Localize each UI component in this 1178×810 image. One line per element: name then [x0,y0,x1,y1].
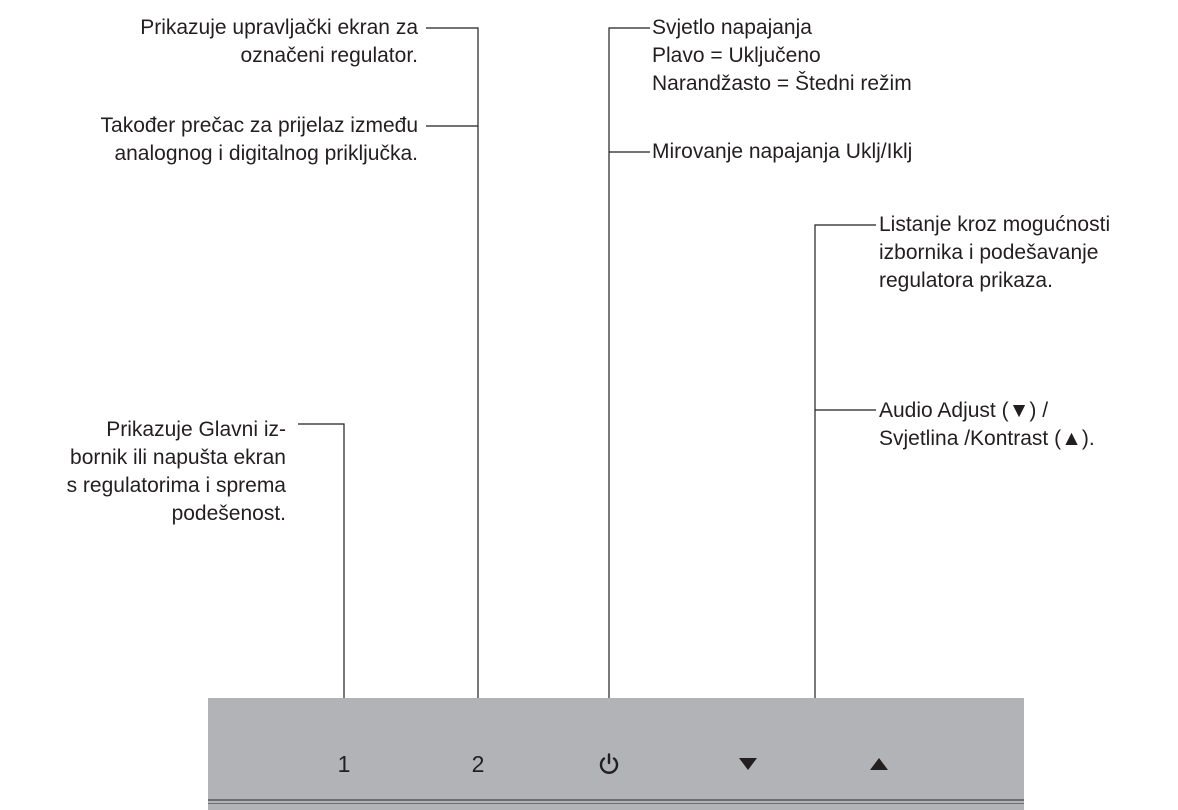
leader-scroll-adjust [814,224,876,708]
button-1[interactable]: 1 [322,742,366,786]
leader-power-light [608,27,650,730]
label-input-shortcut-line1: Također prečac za prijelaz između [100,114,418,137]
label-power-standby: Mirovanje napajanja Uklj/Iklj [652,138,912,166]
leader-osd-control [426,27,479,730]
button-1-label: 1 [337,750,351,777]
button-2[interactable]: 2 [456,742,500,786]
label-power-light-line2: Plavo = Uključeno [652,44,821,67]
label-osd-control-line1: Prikazuje upravljački ekran za [140,16,418,39]
down-button[interactable] [726,742,770,786]
label-main-menu-line2: bornik ili napušta ekran [70,446,286,469]
control-panel [208,698,1024,810]
label-main-menu-line3: s regulatorima i sprema [66,474,286,497]
label-power-standby-line1: Mirovanje napajanja Uklj/Iklj [652,140,913,163]
label-scroll-adjust-line3: regulatora prikaza. [879,269,1053,292]
label-audio-brightness-line1: Audio Adjust (▼) / [879,399,1049,422]
label-power-light: Svjetlo napajanja Plavo = Uključeno Nara… [652,14,912,98]
label-main-menu-line4: podešenost. [171,502,286,525]
panel-edge-line-lower [208,803,1024,804]
up-button[interactable] [857,742,901,786]
label-scroll-adjust: Listanje kroz mogućnosti izbornika i pod… [879,211,1110,295]
label-osd-control-line2: označeni regulator. [240,44,418,67]
label-audio-brightness-line2: Svjetlina /Kontrast (▲). [879,427,1095,450]
power-icon [599,753,619,774]
up-arrow-icon [870,758,888,770]
label-input-shortcut: Također prečac za prijelaz između analog… [101,112,418,168]
label-power-light-line3: Narandžasto = Štedni režim [652,72,912,95]
button-2-label: 2 [471,750,485,777]
label-scroll-adjust-line1: Listanje kroz mogućnosti [879,213,1111,236]
label-input-shortcut-line2: analognog i digitalnog priključka. [114,142,418,165]
panel-edge-line [208,799,1024,801]
label-main-menu-line1: Prikazuje Glavni iz- [106,418,286,441]
label-scroll-adjust-line2: izbornika i podešavanje [879,241,1099,264]
label-osd-control: Prikazuje upravljački ekran za označeni … [140,14,418,70]
label-power-light-line1: Svjetlo napajanja [652,16,812,39]
leader-main-menu [298,423,345,730]
power-button[interactable] [587,742,631,786]
down-arrow-icon [739,758,757,770]
label-main-menu: Prikazuje Glavni iz- bornik ili napušta … [67,416,286,528]
label-audio-brightness: Audio Adjust (▼) / Svjetlina /Kontrast (… [879,397,1095,453]
